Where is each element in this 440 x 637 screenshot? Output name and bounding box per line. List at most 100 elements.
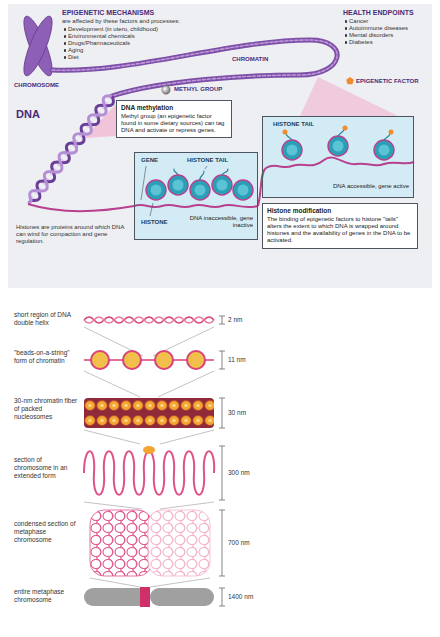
- part-label: DNA: [16, 108, 40, 121]
- part-label: CHROMATIN: [232, 56, 268, 63]
- level-label: "beads-on-a-string" form of chromatin: [14, 349, 80, 365]
- part-label: METHYL GROUP: [174, 86, 222, 93]
- nucleosome: [333, 141, 344, 152]
- beads-on-string: [84, 351, 214, 369]
- scale-bar: [219, 446, 225, 500]
- nucleosome: [282, 140, 302, 160]
- factor-item: Development (in utero, childhood): [68, 26, 198, 33]
- bullet-dot: [64, 56, 66, 58]
- metaphase-chromosome: [84, 588, 148, 606]
- factor-item: Drugs/Pharmaceuticals: [68, 40, 198, 47]
- dimension: 30 nm: [228, 409, 246, 417]
- metaphase-chromosome: [84, 587, 214, 607]
- zoom-line: [84, 371, 214, 397]
- extended-chromosome-section: [143, 446, 155, 454]
- state-caption: DNA inaccessible, gene inactive: [179, 215, 253, 229]
- scale-bar: [219, 351, 225, 369]
- nucleosome: [287, 145, 298, 156]
- dna-helix: [29, 95, 114, 201]
- box-heading: Histone modification: [267, 207, 413, 215]
- nucleosome: [212, 175, 232, 195]
- part-label: EPIGENETIC FACTOR: [356, 78, 430, 85]
- part-label: HISTONE TAIL: [187, 157, 251, 164]
- endpoint-item: Cancer: [349, 18, 429, 25]
- factor-item: Diet: [68, 54, 198, 61]
- bullet-dot: [345, 34, 347, 36]
- bullet-dot: [64, 28, 66, 30]
- nucleosome: [190, 180, 210, 200]
- dimension: 11 nm: [228, 356, 246, 364]
- nucleosome: [233, 180, 253, 200]
- bullet-dot: [64, 49, 66, 51]
- zoom-line: [90, 578, 210, 587]
- callout-box: DNA methylationMethyl group (an epigenet…: [116, 100, 232, 138]
- metaphase-chromosome: [150, 588, 214, 606]
- beads-on-string: [123, 351, 141, 369]
- endpoint-item: Autoimmune diseases: [349, 25, 429, 32]
- factor-item: Environmental chemicals: [68, 33, 198, 40]
- histone-tail: [222, 169, 228, 175]
- level-label: 30-nm chromatin fiber of packed nucleoso…: [14, 397, 80, 420]
- section-heading: EPIGENETIC MECHANISMS: [62, 9, 237, 17]
- dna-double-helix: [84, 317, 214, 323]
- dna-double-helix: [84, 317, 214, 323]
- scale-bar: [219, 510, 225, 576]
- bullet-dot: [345, 20, 347, 22]
- nucleosome: [374, 140, 394, 160]
- section-heading: HEALTH ENDPOINTS: [343, 9, 431, 17]
- nucleosome: [328, 136, 348, 156]
- part-label: CHROMOSOME: [14, 82, 59, 89]
- dimension: 2 nm: [228, 316, 242, 324]
- inset-ground: [262, 116, 414, 198]
- histone-tail: [286, 130, 390, 140]
- bullet-dot: [64, 35, 66, 37]
- chromatin-strand: [52, 40, 337, 96]
- leader-line: [141, 166, 146, 200]
- state-caption: DNA accessible, gene active: [303, 183, 409, 190]
- zoom-line: [84, 327, 214, 587]
- level-label: entire metaphase chromosome: [14, 588, 80, 604]
- level-label: short region of DNA double helix: [14, 311, 80, 327]
- box-body: Methyl group (an epigenetic factor found…: [121, 113, 227, 135]
- scale-bar: [219, 588, 225, 606]
- bullet-dot: [345, 27, 347, 29]
- nucleosome: [282, 136, 394, 160]
- histone-tail: [200, 171, 204, 180]
- beads-on-string: [187, 351, 205, 369]
- level-label: section of chromosome in an extended for…: [14, 456, 80, 479]
- inset-box: GENEHISTONE TAILHISTONEDNA inaccessible,…: [134, 152, 258, 240]
- epigenetic-factor-symbol: [343, 126, 348, 131]
- condensed-chromosome-section: [90, 510, 210, 576]
- beads-on-string: [155, 351, 173, 369]
- condensed-chromosome-section: [148, 510, 210, 576]
- beads-on-string: [91, 351, 109, 369]
- callout-box: Histone modificationThe binding of epige…: [262, 203, 418, 249]
- nucleosome: [168, 175, 188, 195]
- part-label: HISTONE: [141, 219, 181, 226]
- part-label: HISTONE TAIL: [273, 121, 343, 128]
- bullet-dot: [345, 41, 347, 43]
- factor-item: Aging: [68, 47, 198, 54]
- epigenetic-factor-symbol: [283, 130, 288, 135]
- extended-chromosome-section: [84, 446, 214, 495]
- leader-line: [150, 203, 153, 216]
- methyl-group-symbol: [162, 86, 170, 94]
- condensed-chromosome-section: [90, 510, 152, 576]
- nucleosome: [146, 180, 166, 200]
- dimension: 1400 nm: [228, 593, 253, 601]
- scale-bar: [219, 398, 225, 428]
- histone-tail: [174, 169, 178, 175]
- zoom-line: [84, 502, 214, 509]
- inset-box: HISTONE TAIL DNA accessible, gene active: [262, 116, 414, 198]
- note-text: Histones are proteins around which DNA c…: [16, 224, 128, 246]
- nucleosome: [151, 185, 162, 196]
- chromatin-fiber: [84, 398, 214, 428]
- epigenetic-factor-symbol: [346, 77, 354, 84]
- nucleosome: [238, 185, 249, 196]
- nucleosome: [217, 180, 228, 191]
- histone-tail: [286, 134, 292, 140]
- nucleosome: [379, 145, 390, 156]
- level-label: condensed section of metaphase chromosom…: [14, 520, 80, 543]
